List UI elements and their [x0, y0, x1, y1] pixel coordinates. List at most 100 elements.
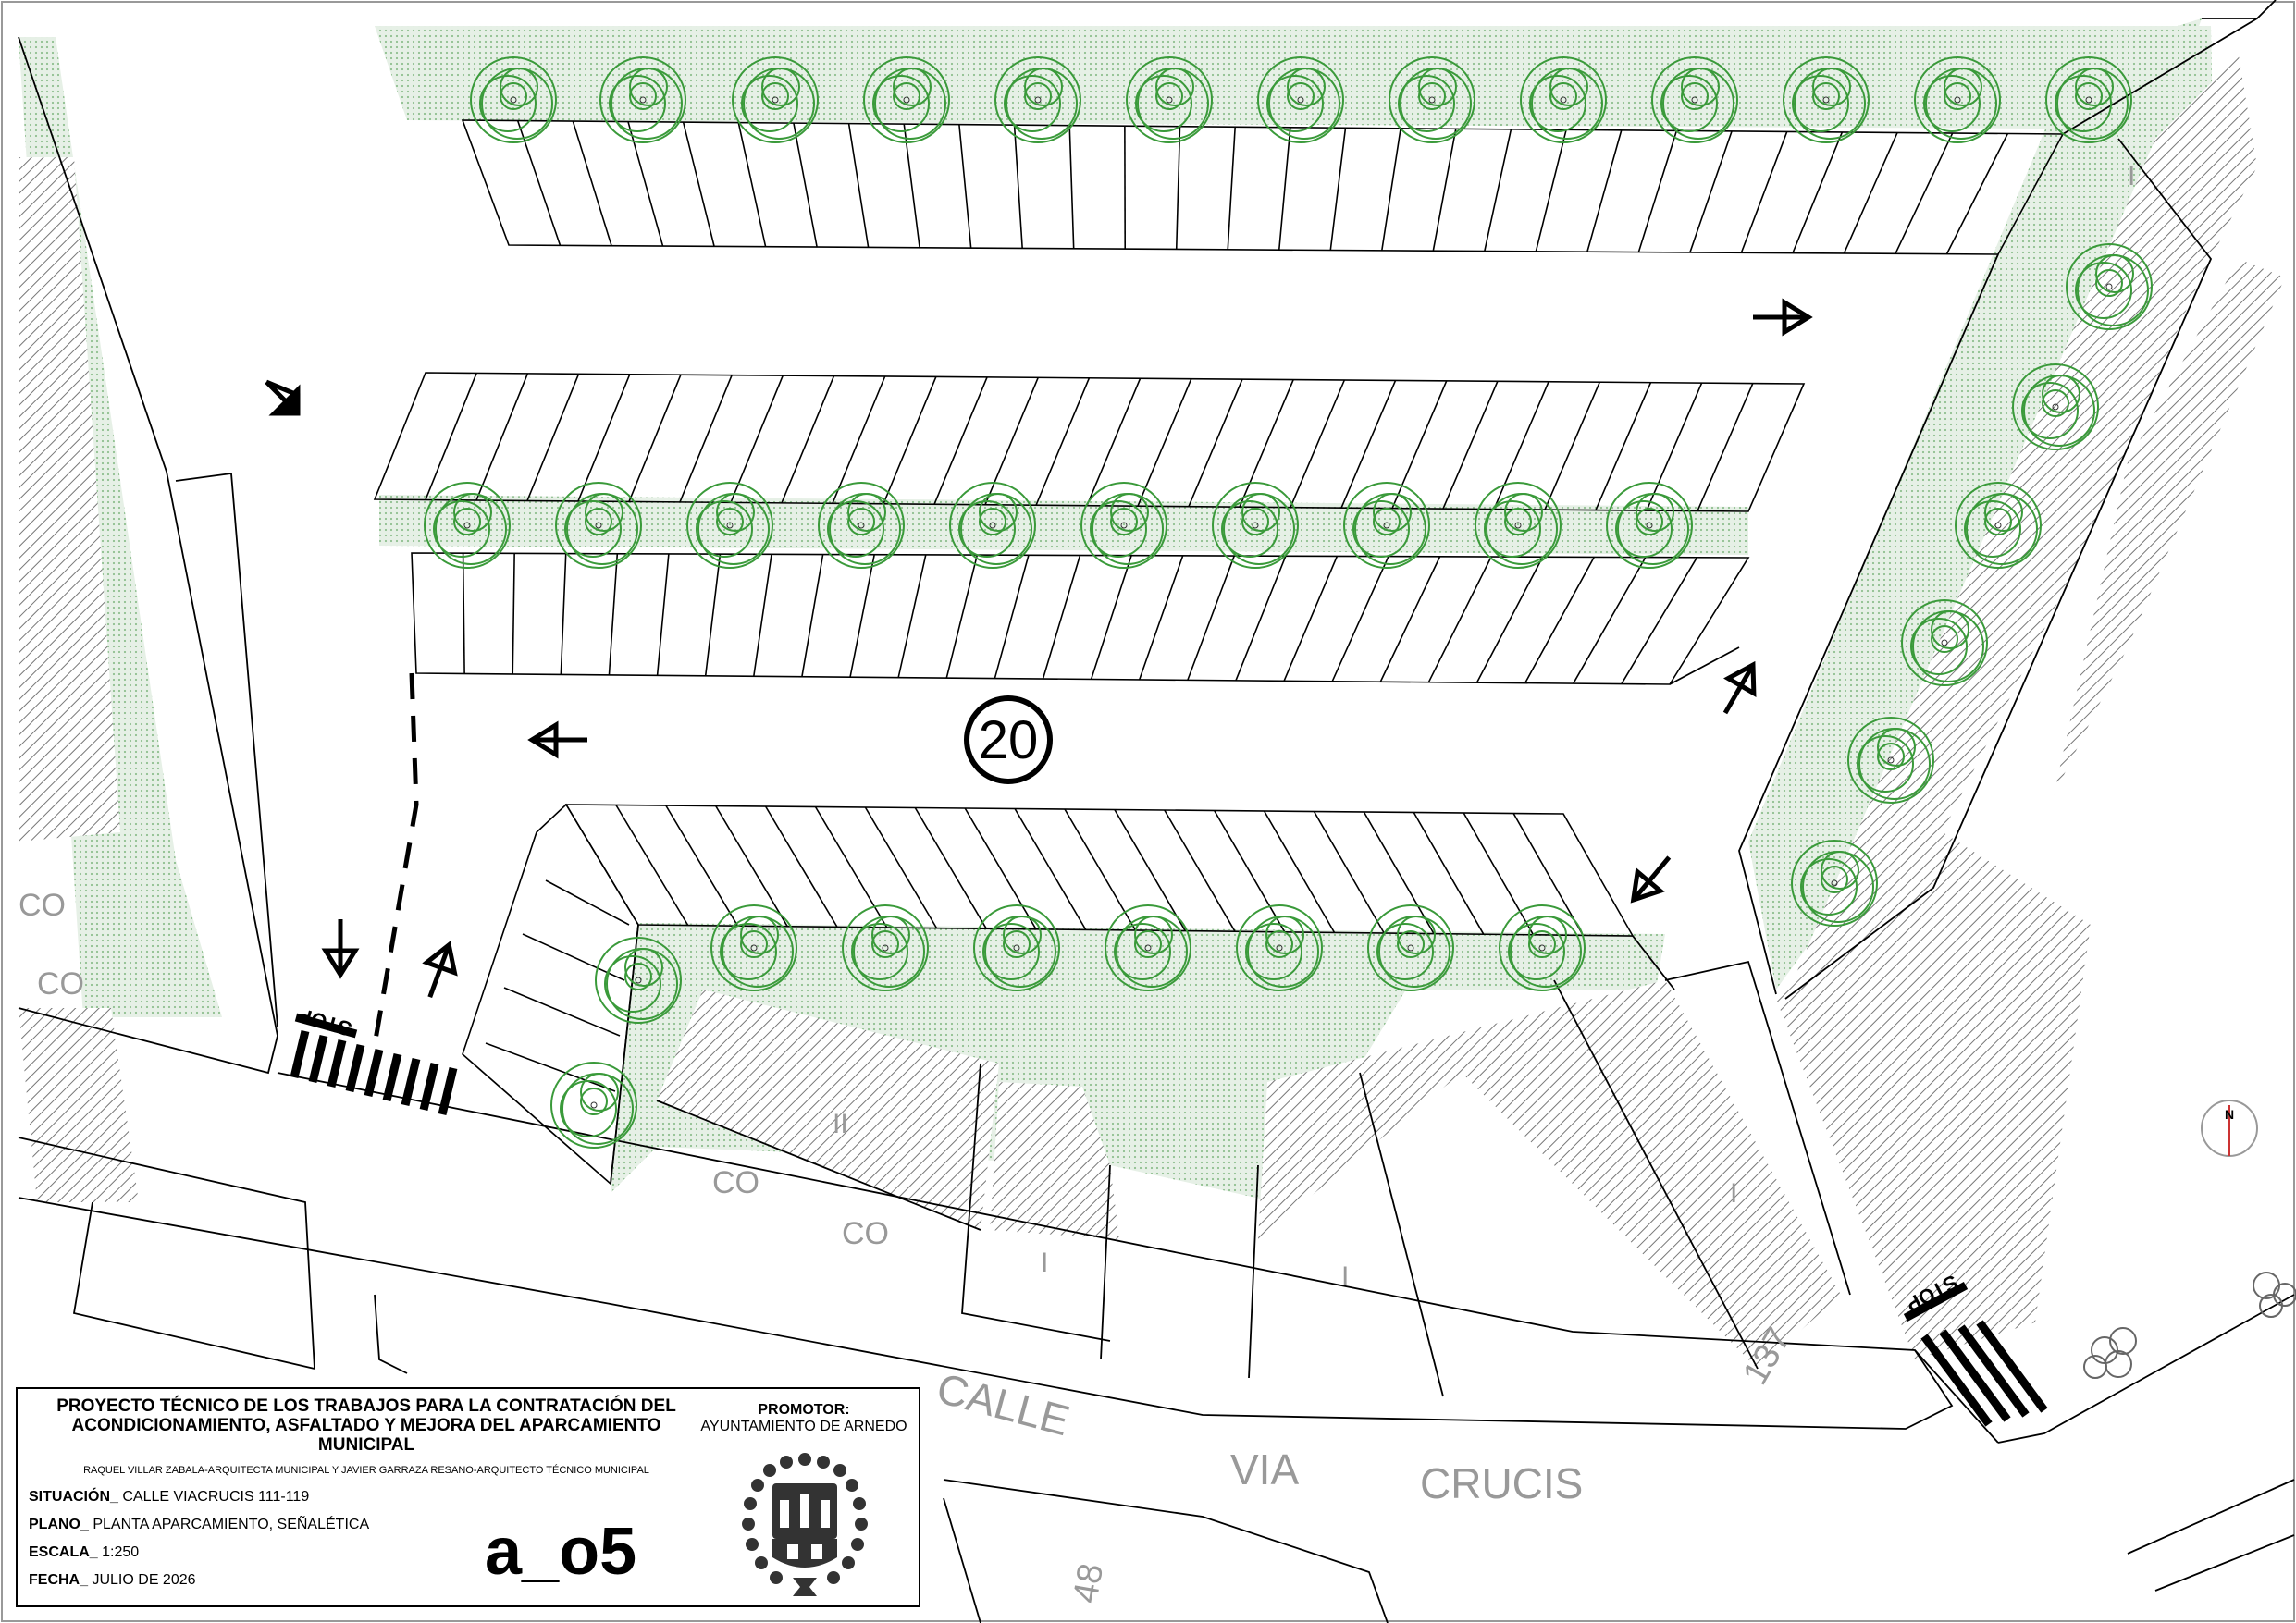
parking-stall-line: [1413, 812, 1485, 935]
parking-stall-line: [737, 122, 767, 247]
parking-stall-line: [1164, 809, 1236, 932]
plano-row: PLANO_ PLANTA APARCAMIENTO, SEÑALÉTICA: [29, 1517, 369, 1533]
parking-stall-line: [1689, 130, 1733, 253]
sheet-code: a_o5: [485, 1515, 637, 1589]
building-label: I: [2128, 161, 2135, 191]
situacion-label: SITUACIÓN_: [29, 1489, 118, 1505]
parking-row-bottom-left: [462, 803, 639, 1186]
plano-label: PLANO_: [29, 1517, 89, 1532]
parking-stall-line: [914, 807, 987, 929]
parking-stall-line: [462, 553, 465, 674]
crosswalk-left: [290, 1029, 458, 1116]
dashed-boundary: [372, 672, 419, 1046]
parking-stall-line: [1278, 127, 1291, 251]
tree-icon: [1105, 904, 1191, 991]
tree-icon: [424, 482, 511, 569]
tree-icon: [949, 482, 1036, 569]
promotor-value: AYUNTAMIENTO DE ARNEDO: [700, 1419, 907, 1434]
situacion-row: SITUACIÓN_ CALLE VIACRUCIS 111-119: [29, 1489, 309, 1506]
tree-icon: [818, 482, 905, 569]
parking-stall-line: [1646, 382, 1703, 511]
parking-stall-line: [1114, 809, 1186, 932]
parking-stall-line: [1214, 810, 1286, 933]
parking-row-top: [461, 119, 2065, 255]
tree-icon: [1955, 482, 2042, 569]
parking-stall-line: [864, 806, 938, 929]
tree-icon: [2012, 363, 2099, 450]
street-label: VIA: [1230, 1445, 1299, 1494]
parking-stall-line: [1535, 129, 1567, 252]
arrow-icon: [1630, 855, 1672, 904]
promotor-label: PROMOTOR:: [758, 1402, 850, 1418]
parking-stall-line: [1340, 380, 1397, 509]
parking-stall-line: [1442, 381, 1499, 510]
parking-stall-line: [984, 377, 1039, 506]
crosswalk-right: [1920, 1320, 2048, 1427]
parking-stall-line: [1227, 127, 1236, 250]
project-authors: RAQUEL VILLAR ZABALA-ARQUITECTA MUNICIPA…: [83, 1465, 649, 1476]
speed-limit-value: 20: [979, 710, 1039, 770]
parking-stall-line: [1313, 811, 1385, 934]
tree-icon: [1343, 482, 1430, 569]
arrow-icon: [1753, 298, 1813, 337]
parking-stall-line: [679, 375, 733, 503]
parking-stall-line: [1792, 131, 1844, 253]
parking-stall-line: [1263, 810, 1336, 933]
parking-stall-line: [715, 805, 788, 928]
tree-icon: [1791, 840, 1878, 927]
tree-icon: [1212, 482, 1299, 569]
tree-icon: [1257, 56, 1344, 143]
tree-icon: [470, 56, 557, 143]
road-outlines: [18, 0, 2295, 1623]
parking-stall-line: [1188, 378, 1243, 508]
parking-row-middle-lower: [411, 552, 1750, 685]
parking-stall-line: [425, 373, 477, 500]
arrow-icon: [321, 919, 360, 979]
tree-icon: [1126, 56, 1213, 143]
street-label: CRUCIS: [1420, 1459, 1583, 1507]
parking-stall-line: [945, 554, 979, 679]
tree-icon: [2045, 56, 2132, 143]
escala-row: ESCALA_ 1:250: [29, 1544, 139, 1561]
parking-stall-line: [1329, 128, 1347, 251]
parking-stall-line: [1187, 555, 1235, 681]
tree-icon: [1651, 56, 1738, 143]
parking-stall-line: [1381, 128, 1401, 251]
situacion-value: CALLE VIACRUCIS 111-119: [122, 1489, 310, 1505]
parking-stall-line: [608, 553, 619, 675]
parking-stall-line: [1524, 557, 1595, 683]
parking-stall-line: [1035, 377, 1091, 506]
tree-icon: [1606, 482, 1693, 569]
tree-icon: [595, 937, 682, 1024]
parking-stall-line: [1895, 132, 1954, 254]
parking-stall-line: [1379, 556, 1441, 682]
tree-icon: [1080, 482, 1167, 569]
tree-icon: [1499, 904, 1586, 991]
parking-stall-line: [526, 374, 580, 501]
parking-stall-line: [849, 554, 875, 678]
direction-arrows: [265, 298, 1813, 999]
arrow-icon: [265, 379, 301, 416]
parking-stall-line: [1740, 131, 1788, 253]
hatched-buildings: [19, 55, 2285, 1369]
parking-stall-line: [1621, 557, 1698, 684]
parking-stall-line: [1014, 808, 1087, 930]
parking-stall-line: [994, 555, 1030, 679]
parking-stall-line: [832, 375, 886, 504]
parking-stall-line: [704, 554, 722, 676]
north-label: N: [2225, 1107, 2234, 1122]
parking-stall-line: [577, 374, 631, 502]
tree-icon: [842, 904, 929, 991]
tree-icon: [973, 904, 1060, 991]
project-title: PROYECTO TÉCNICO DE LOS TRABAJOS PARA LA…: [56, 1396, 676, 1455]
tree-icon: [1783, 56, 1870, 143]
tree-icon: [1847, 717, 1934, 804]
parking-stall-line: [1290, 379, 1346, 508]
tree-icon: [2066, 243, 2153, 330]
parking-stall-line: [964, 807, 1037, 930]
tree-icon: [1914, 56, 2001, 143]
parking-stall-line: [1042, 555, 1081, 680]
promotor-block: PROMOTOR: AYUNTAMIENTO DE ARNEDO: [693, 1402, 915, 1435]
parking-stall-line: [897, 554, 927, 678]
north-arrow-icon: N: [2201, 1100, 2258, 1157]
